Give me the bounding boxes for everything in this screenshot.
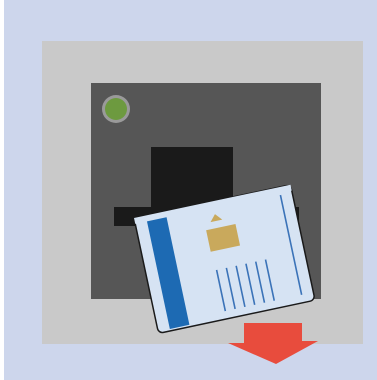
card-reader-illustration xyxy=(4,0,377,380)
illustration-canvas xyxy=(4,0,377,380)
status-light-icon xyxy=(102,95,130,123)
